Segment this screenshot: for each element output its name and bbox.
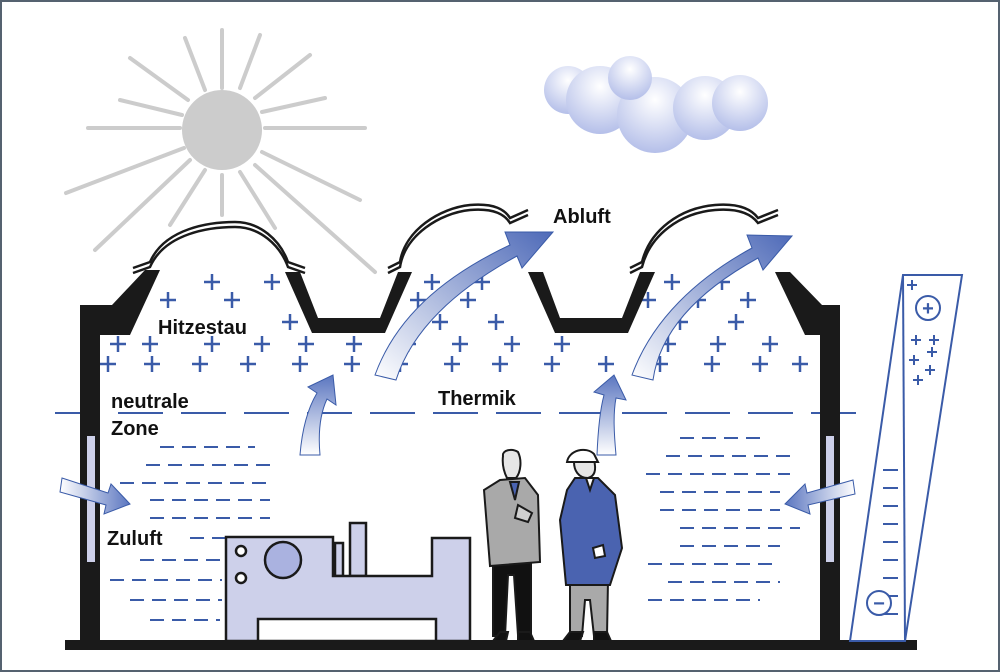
zuluft-arrow-right [784,479,856,515]
zuluft-label: Zuluft [107,528,163,550]
sun-icon [64,28,377,274]
thermik-label: Thermik [438,388,516,410]
heat-plus-marks [100,274,808,372]
hitzestau-label: Hitzestau [158,317,247,339]
gauge-plus-label: + [922,298,934,320]
abluft-arrow-left [374,231,555,381]
person-grey-jacket [482,448,542,642]
thermik-arrow-left [299,374,337,456]
gauge-minus-label: − [873,593,885,615]
skylight-covers [132,203,779,275]
gauge-positive-circle [915,295,941,321]
zone-label: Zone [111,418,159,440]
cloud-icon [544,56,768,153]
neutrale-label: neutrale [111,391,189,413]
machine [224,521,472,643]
gauge-negative-circle [866,590,892,616]
building-structure [65,270,917,650]
abluft-arrow-right [631,234,794,381]
worker-blue-coat [558,448,624,642]
pressure-gauge: + − [848,274,964,642]
abluft-label: Abluft [553,206,611,228]
thermik-arrow-right [592,374,627,456]
zuluft-arrow-left [59,477,131,515]
cool-dash-marks [110,437,800,621]
